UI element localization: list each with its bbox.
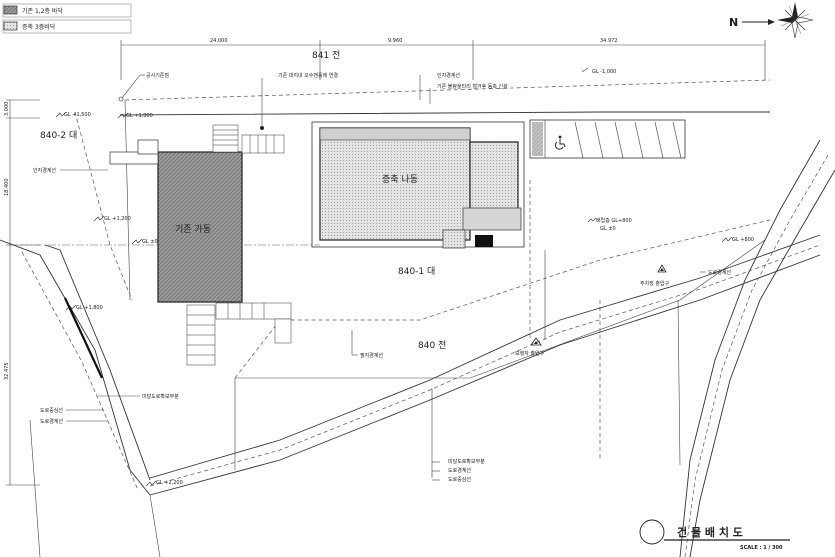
drawing-title: 건 물 배 치 도 (677, 525, 743, 539)
lot-841-label: 841 전 (312, 50, 340, 61)
note-pedestrian-entrance: 보행자 출입구 (515, 350, 545, 357)
note-site-boundary: 필지경계선 (360, 352, 383, 359)
gl-left-3: GL +1,200 (104, 216, 131, 222)
gl-left-2: GL +1,000 (126, 113, 153, 119)
gl-top-right: GL -1,000 (592, 69, 616, 75)
dimension-top-1: 24.000 (210, 38, 228, 44)
dimension-left-2: 18.400 (4, 179, 10, 197)
legend-label-existing: 기존 1,2층 바닥 (22, 7, 63, 15)
note-road-secured-bottom: 미달도로확보부분 (448, 458, 485, 465)
note-construction-plan: 공사기준점 (146, 72, 169, 79)
note-road-center-left: 도로중심선 (40, 407, 63, 414)
lot-840-2-label: 840-2 대 (40, 130, 77, 141)
note-road-secured-left: 미달도로확보부분 (142, 393, 179, 400)
addition-building-label: 증축 나동 (382, 174, 418, 185)
ground-levels: GL -1,000 GL +1,500 GL +1,000 GL +1,200 … (55, 67, 754, 487)
note-road-center-bottom: 도로중심선 (448, 476, 471, 483)
north-label: N (729, 16, 738, 29)
lot-840-1-label: 840-1 대 (398, 266, 435, 277)
dimension-left-3: 32.475 (4, 363, 10, 381)
gl-right: GL +800 (732, 237, 754, 243)
site-boundaries (20, 79, 771, 470)
existing-building: 기존 가동 (109, 124, 292, 366)
parking-entrance-marker-icon (657, 264, 667, 273)
top-dimension-line: 24.000 9.960 34.972 (120, 38, 766, 80)
note-addition-gl: 배립층 GL+800 (596, 217, 632, 224)
parking-area (529, 119, 686, 159)
pedestrian-entrance-marker-icon (530, 337, 542, 346)
note-road-boundary-left: 도로경계선 (40, 418, 63, 425)
left-dimension-line: 3.000 18.400 32.475 (4, 99, 40, 486)
accessible-parking-icon (555, 135, 566, 150)
note-parking-entrance: 주차장 출입구 (640, 280, 670, 287)
lot-840-label: 840 전 (418, 340, 446, 351)
note-gl-zero: GL ±0 (600, 226, 616, 232)
gl-left-5: GL +1,800 (76, 305, 103, 311)
legend-label-addition: 증축 3층바닥 (22, 23, 56, 31)
north-arrow-icon (777, 2, 814, 39)
annotations: 공사기준점 기존 대지내 오수맨홀에 연결 인지경계선 기존 불량울타리 철거후… (33, 72, 731, 483)
existing-building-label: 기존 가동 (175, 224, 211, 235)
dimension-top-3: 34.972 (600, 38, 618, 44)
roads (0, 139, 835, 557)
note-existing-drain: 기존 대지내 오수맨홀에 연결 (278, 72, 338, 79)
note-existing-fence: 기존 불량울타리 철거후 동측 신설 (437, 83, 508, 90)
legend: 기존 1,2층 바닥 증축 3층바닥 (2, 3, 132, 34)
note-road-boundary-bottom: 도로경계선 (448, 467, 471, 474)
drawing-scale: SCALE : 1 / 300 (740, 545, 783, 551)
legend-swatch-existing (3, 5, 18, 15)
legend-swatch-addition (3, 21, 18, 31)
note-road-boundary-right: 도로경계선 (708, 269, 731, 276)
note-boundary-left: 인지경계선 (33, 167, 56, 174)
gl-left-1: GL +1,500 (64, 112, 91, 118)
dimension-top-2: 9.960 (388, 38, 402, 44)
gl-bottom: GL +2,200 (156, 480, 183, 486)
note-boundary-top: 인지경계선 (437, 72, 460, 79)
dimension-left-1: 3.000 (4, 102, 10, 116)
title-circle-icon (639, 519, 665, 545)
title-block: 건 물 배 치 도 SCALE : 1 / 300 (639, 519, 790, 551)
gl-left-4: GL ±0 (142, 239, 158, 245)
addition-building: 증축 나동 (311, 121, 525, 249)
